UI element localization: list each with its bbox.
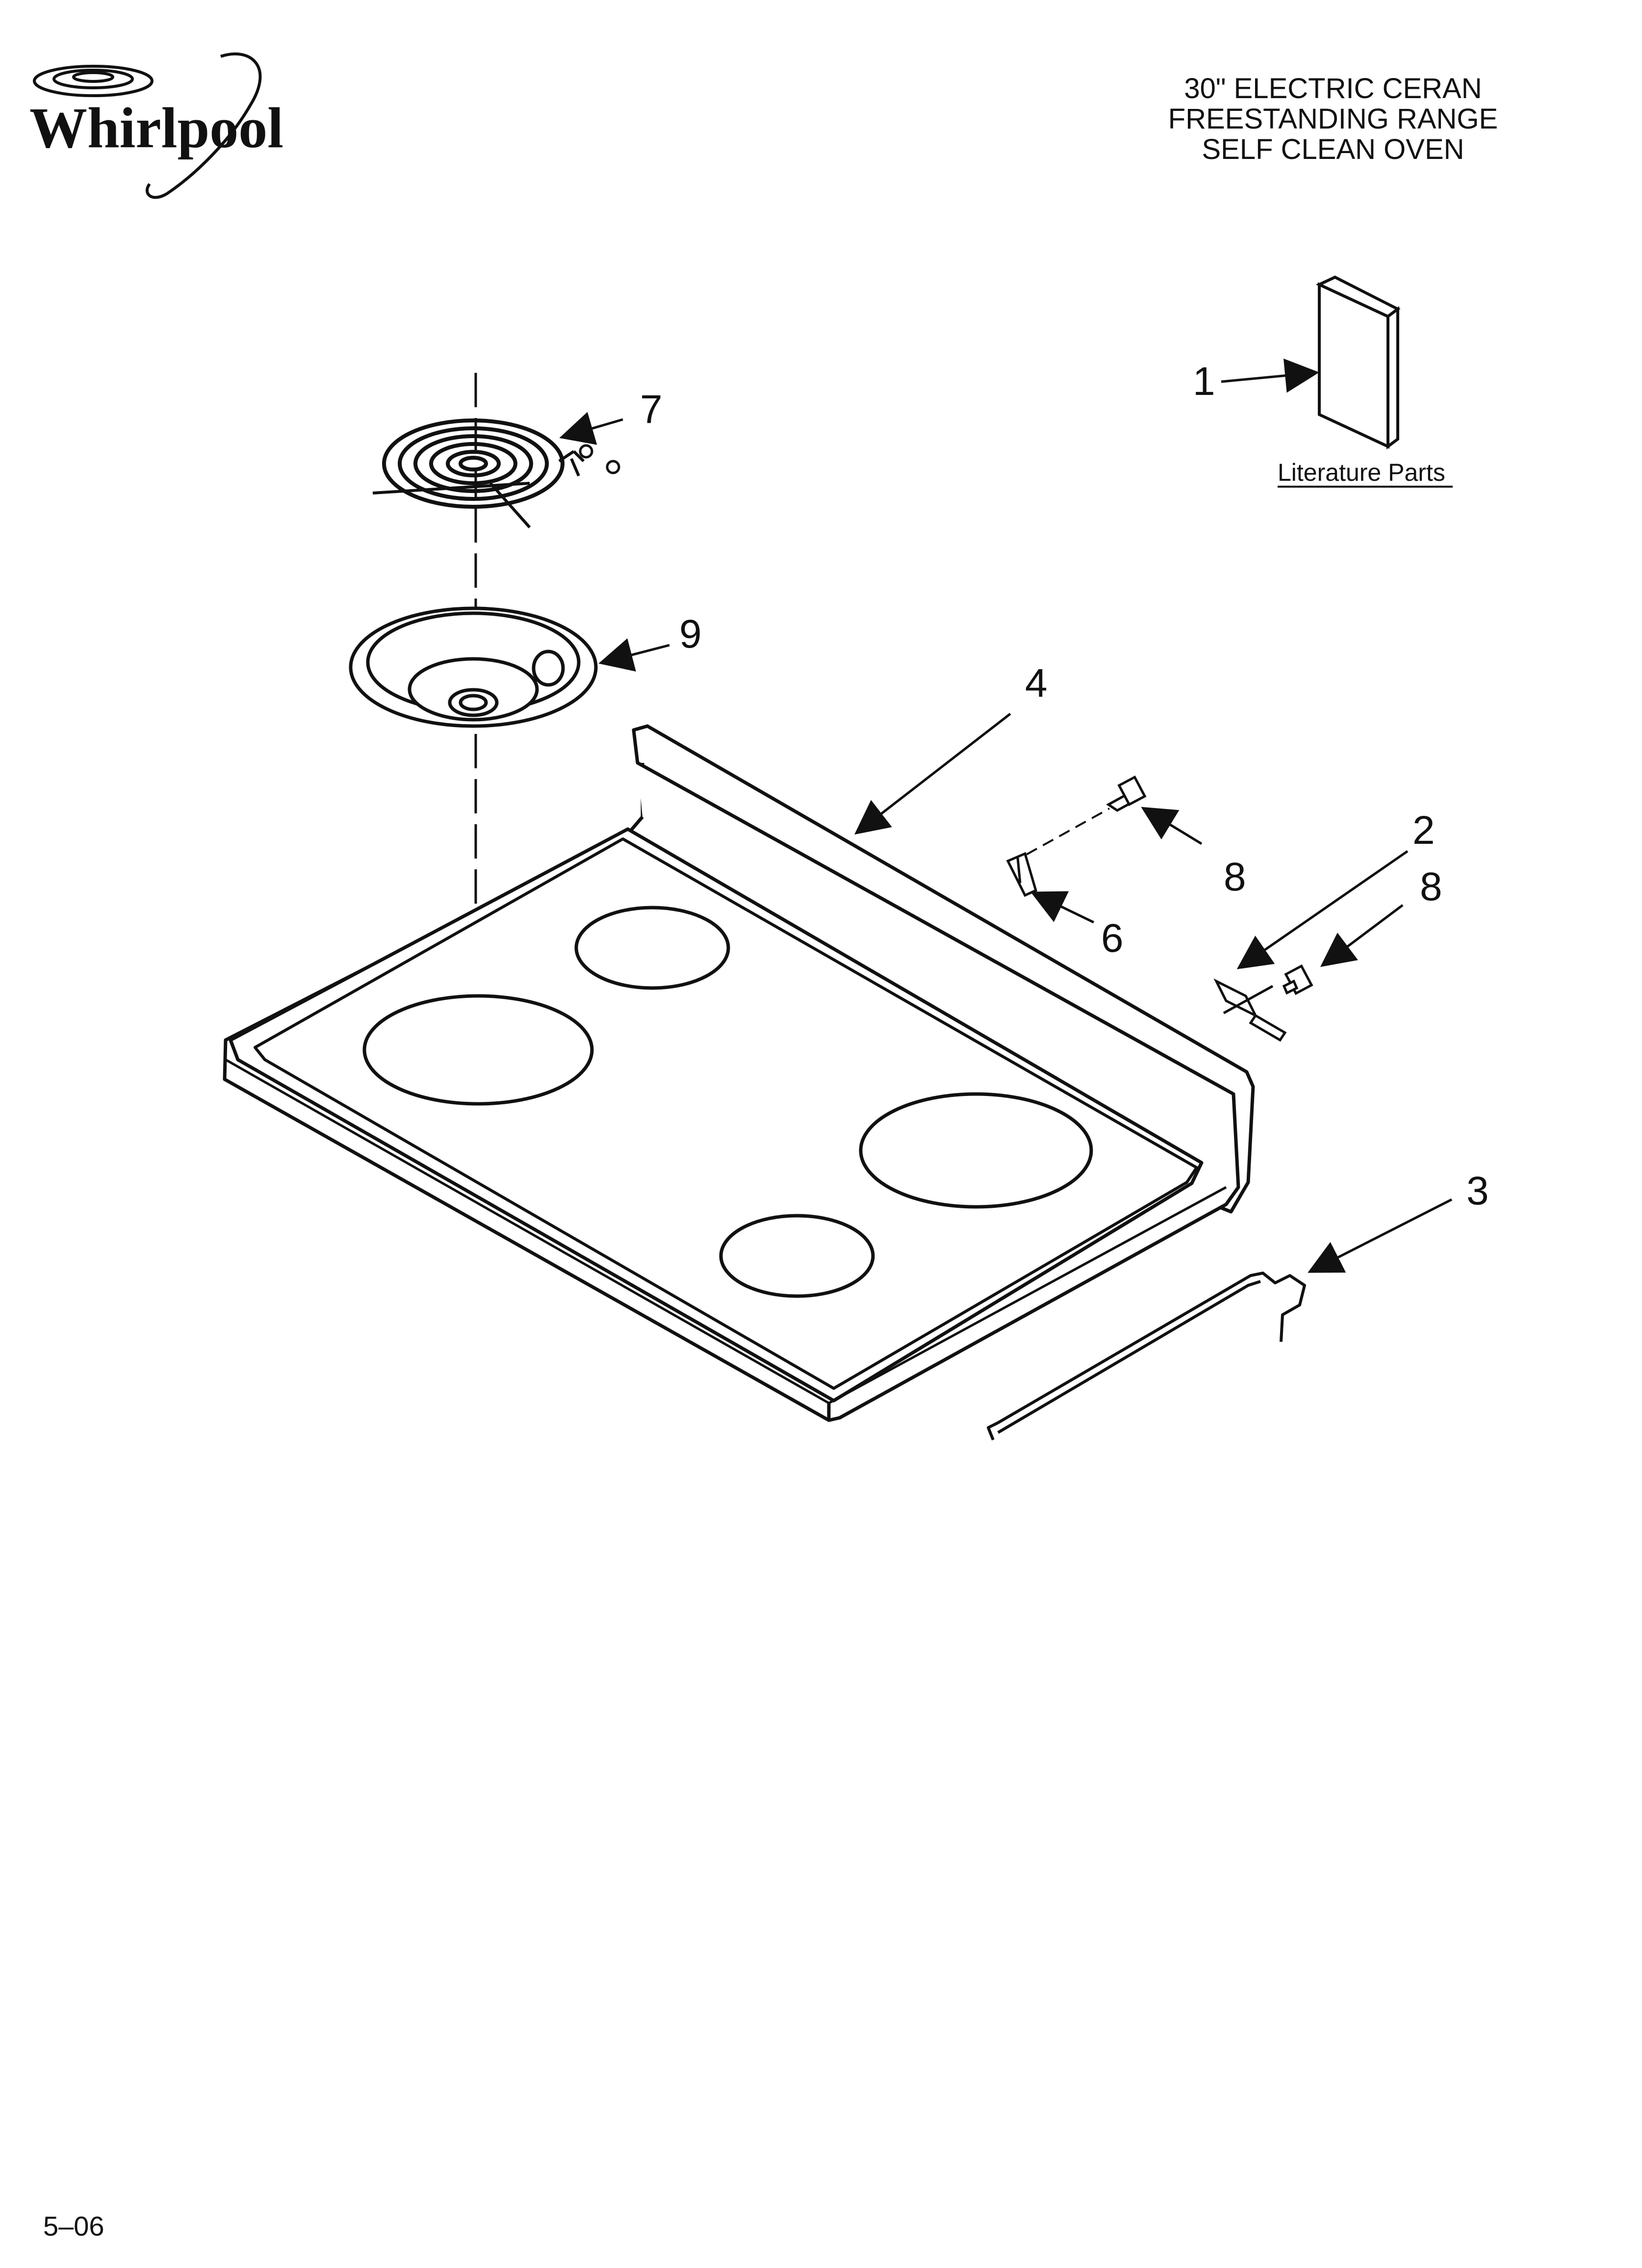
literature-parts-label: Literature Parts (1278, 459, 1445, 486)
drip-bowl (349, 606, 598, 728)
header-line-2: FREESTANDING RANGE (1168, 103, 1498, 135)
leader-9 (598, 638, 670, 672)
mounting-clip (1006, 852, 1038, 897)
callout-3: 3 (1466, 1169, 1489, 1213)
callout-2: 2 (1412, 808, 1435, 853)
coil-surface-element (372, 418, 620, 528)
leader-3 (1308, 1198, 1453, 1273)
callout-7: 7 (640, 387, 663, 432)
cooktop-main-top (223, 724, 1255, 1422)
callout-8-upper: 8 (1224, 855, 1246, 899)
header-line-3: SELF CLEAN OVEN (1202, 133, 1464, 165)
support-rod (987, 1272, 1306, 1441)
screw-upper (1106, 775, 1147, 812)
header-line-1: 30" ELECTRIC CERAN (1184, 73, 1482, 104)
brand-wordmark: Whirlpool (29, 96, 283, 160)
model-description: 30" ELECTRIC CERAN FREESTANDING RANGE SE… (1088, 74, 1578, 165)
bracket (1213, 978, 1287, 1042)
leader-2 (1236, 850, 1409, 969)
leader-6 (1030, 891, 1095, 924)
date-code: 5–06 (43, 2211, 104, 2242)
screw-lower (1282, 964, 1313, 995)
callout-4: 4 (1025, 661, 1048, 705)
leader-1 (1221, 358, 1319, 393)
leader-7 (559, 412, 623, 445)
callout-8-lower: 8 (1420, 864, 1442, 909)
whirlpool-logo: Whirlpool (29, 52, 283, 199)
leader-4 (854, 713, 1011, 835)
callout-1: 1 (1193, 359, 1215, 404)
callout-9: 9 (679, 612, 702, 656)
callout-6: 6 (1101, 916, 1124, 961)
leader-8a (1141, 807, 1203, 845)
literature-booklet (1315, 275, 1401, 449)
leader-8b (1320, 904, 1404, 967)
